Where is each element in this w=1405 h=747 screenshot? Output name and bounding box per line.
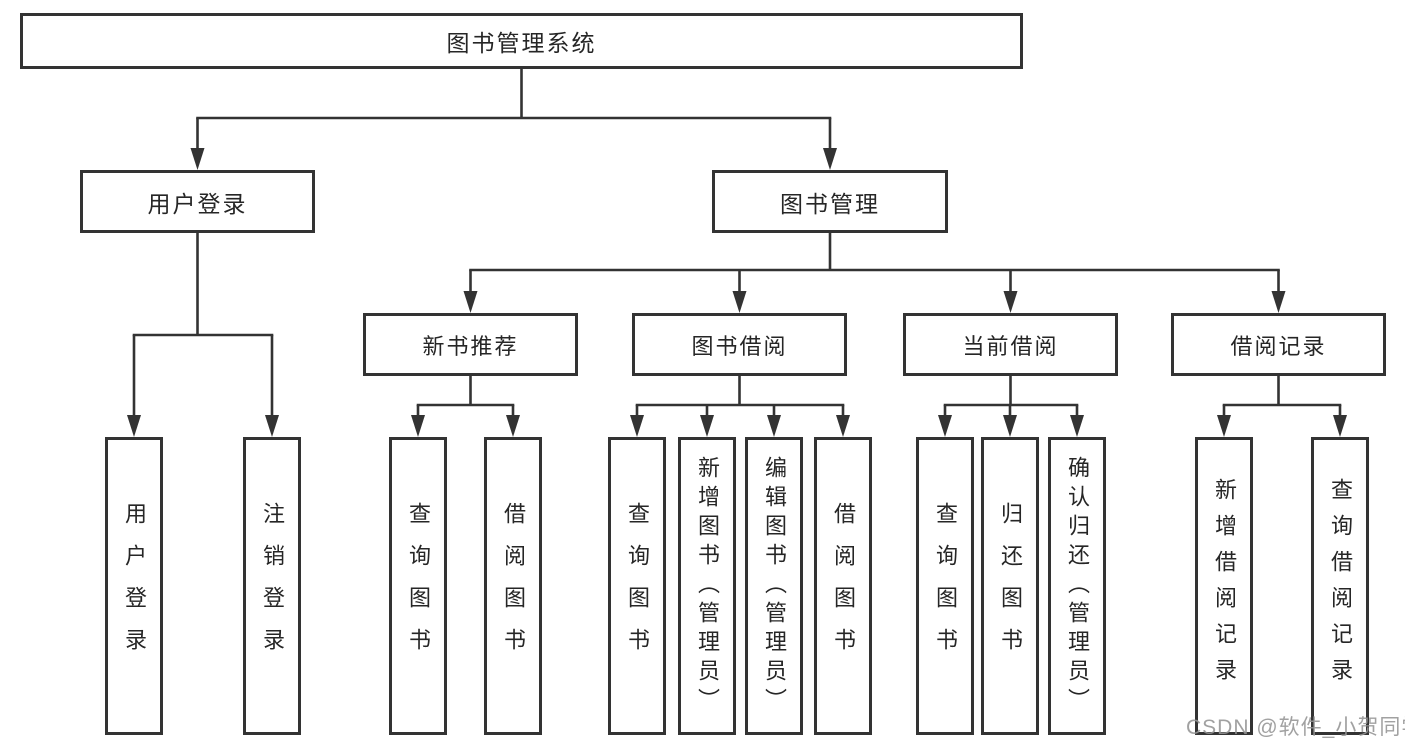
leaf-label: 借阅图书 [501, 502, 526, 670]
node-borrowing-records: 借阅记录 [1171, 313, 1386, 376]
node-label: 图书借阅 [691, 333, 788, 359]
leaf-add-books-admin: 新增图书（管理员） [678, 437, 736, 735]
leaf-logout: 注销登录 [243, 437, 301, 735]
leaf-label: 新增图书（管理员） [695, 455, 720, 717]
leaf-label: 归还图书 [998, 502, 1023, 670]
node-label: 图书管理系统 [446, 30, 597, 56]
leaf-edit-books-admin: 编辑图书（管理员） [745, 437, 803, 735]
connector-book-borrowing-to-leaves [630, 376, 850, 437]
leaf-label: 查询借阅记录 [1328, 478, 1353, 694]
node-label: 新书推荐 [422, 333, 519, 359]
node-book-borrowing: 图书借阅 [632, 313, 847, 376]
leaf-label: 用户登录 [122, 502, 147, 670]
node-current-borrowing: 当前借阅 [903, 313, 1118, 376]
node-user-login: 用户登录 [80, 170, 315, 233]
leaf-confirm-return-admin: 确认归还（管理员） [1048, 437, 1106, 735]
leaf-user-login: 用户登录 [105, 437, 163, 735]
leaf-label: 借阅图书 [831, 502, 856, 670]
node-library-management-system: 图书管理系统 [20, 13, 1023, 69]
leaf-label: 查询图书 [625, 502, 650, 670]
node-label: 用户登录 [147, 190, 248, 217]
leaf-borrow-books-recommend: 借阅图书 [484, 437, 542, 735]
node-new-book-recommend: 新书推荐 [363, 313, 578, 376]
leaf-label: 注销登录 [260, 502, 285, 670]
csdn-watermark: CSDN @软件_小贺同学 [1186, 716, 1405, 739]
connector-book-management-to-level3 [463, 233, 1286, 313]
connector-borrowing-records-to-leaves [1217, 376, 1347, 437]
leaf-label: 查询图书 [406, 502, 431, 670]
connector-new-book-recommend-to-leaves [411, 376, 520, 437]
leaf-query-books-current: 查询图书 [916, 437, 974, 735]
connector-root-to-level2 [190, 68, 837, 170]
leaf-return-books: 归还图书 [981, 437, 1039, 735]
leaf-label: 确认归还（管理员） [1065, 455, 1090, 717]
leaf-query-books-borrowing: 查询图书 [608, 437, 666, 735]
leaf-label: 新增借阅记录 [1212, 478, 1237, 694]
leaf-borrow-books-borrowing: 借阅图书 [814, 437, 872, 735]
node-label: 借阅记录 [1230, 333, 1327, 359]
connector-current-borrowing-to-leaves [938, 376, 1084, 437]
node-label: 图书管理 [780, 190, 880, 217]
connector-user-login-to-leaves [127, 233, 279, 437]
leaf-query-borrow-record: 查询借阅记录 [1311, 437, 1369, 735]
leaf-add-borrow-record: 新增借阅记录 [1195, 437, 1253, 735]
leaf-query-books-recommend: 查询图书 [389, 437, 447, 735]
node-label: 当前借阅 [962, 333, 1059, 359]
node-book-management: 图书管理 [712, 170, 948, 233]
leaf-label: 查询图书 [933, 502, 958, 670]
leaf-label: 编辑图书（管理员） [762, 455, 787, 717]
